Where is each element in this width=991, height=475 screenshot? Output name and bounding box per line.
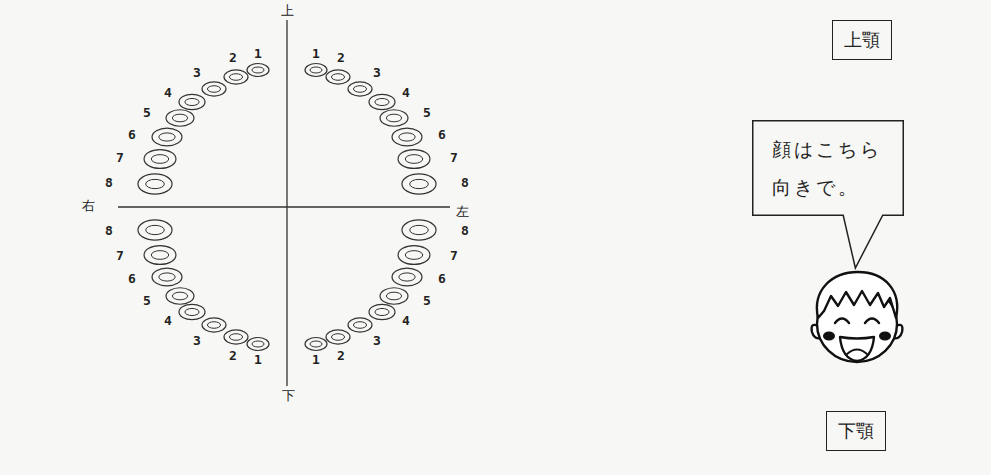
- tooth-number: 7: [116, 249, 124, 263]
- tooth-number: 4: [164, 314, 172, 328]
- direction-label: 上: [281, 4, 294, 18]
- tooth-number: 1: [254, 353, 262, 367]
- node-text: 顔はこちら向きで。: [772, 130, 884, 206]
- tooth-number: 5: [423, 294, 431, 308]
- tooth-number: 5: [143, 294, 151, 308]
- tooth-number: 6: [128, 128, 136, 142]
- tooth-number: 6: [128, 272, 136, 286]
- tooth-number: 2: [337, 51, 345, 65]
- tooth-number: 2: [229, 51, 237, 65]
- tooth-number: 8: [105, 224, 113, 238]
- tooth-arch: [138, 220, 269, 351]
- tooth-number: 7: [116, 151, 124, 165]
- tooth-number: 5: [143, 106, 151, 120]
- direction-label: 右: [82, 199, 95, 213]
- tooth-number: 8: [105, 176, 113, 190]
- tooth-number: 8: [461, 224, 469, 238]
- jaw-box: 上顎: [832, 20, 892, 60]
- tooth-number: 6: [438, 272, 446, 286]
- tooth-number: 3: [193, 66, 201, 80]
- tooth-number: 5: [423, 106, 431, 120]
- node-text: 上顎: [844, 28, 880, 52]
- direction-label: 下: [282, 389, 295, 403]
- speech-bubble: 顔はこちら向きで。: [752, 120, 904, 216]
- tooth-number: 1: [312, 47, 320, 61]
- tooth-number: 2: [337, 349, 345, 363]
- tooth-arch: [305, 64, 436, 195]
- tooth-number: 3: [373, 334, 381, 348]
- tooth-number: 8: [461, 176, 469, 190]
- tooth-arch: [138, 64, 269, 195]
- tooth-number: 2: [229, 349, 237, 363]
- occlusal-line: [118, 206, 450, 207]
- tooth-number: 1: [254, 47, 262, 61]
- tooth-number: 3: [193, 334, 201, 348]
- tooth-number: 4: [402, 314, 410, 328]
- tooth-number: 1: [312, 353, 320, 367]
- tooth-number: 4: [164, 86, 172, 100]
- direction-label: 左: [456, 205, 469, 219]
- tooth-number: 6: [438, 128, 446, 142]
- jaw-box: 下顎: [826, 411, 886, 451]
- face-icon: [812, 272, 903, 362]
- bubble-shape: [753, 121, 904, 268]
- node-text: 下顎: [838, 419, 874, 443]
- tooth-number: 3: [373, 66, 381, 80]
- tooth-number: 4: [402, 86, 410, 100]
- tooth-number: 7: [450, 151, 458, 165]
- tooth-number: 7: [450, 249, 458, 263]
- midline: [286, 20, 287, 386]
- tooth-arch: [305, 220, 436, 351]
